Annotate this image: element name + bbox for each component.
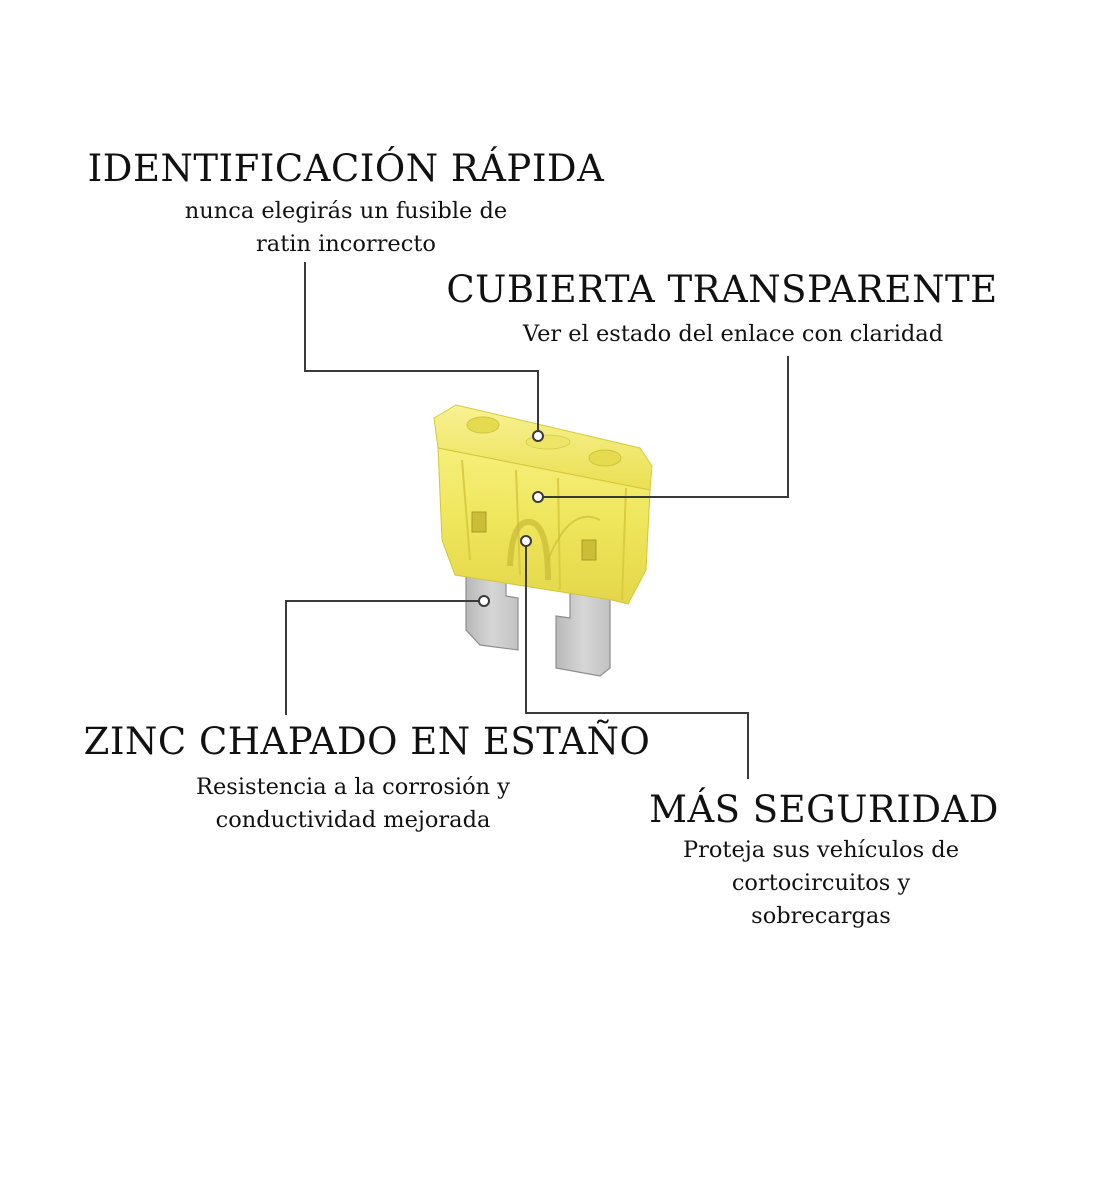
callout-line: conductividad mejorada [215,807,491,833]
callout-title-seguridad: MÁS SEGURIDAD [649,788,999,831]
callout-line: Proteja sus vehículos de [682,837,960,863]
fuse-body [433,404,653,605]
callout-description-zinc: Resistencia a la corrosión y conductivid… [196,771,510,837]
leader-line-identificacion [304,262,544,442]
callout-line: ratin incorrecto [256,231,436,257]
callout-line: Ver el estado del enlace con claridad [522,321,944,347]
callout-title-zinc: ZINC CHAPADO EN ESTAÑO [83,720,651,763]
callout-line: sobrecargas [751,903,891,929]
leader-line-cubierta [532,356,789,503]
leader-line-seguridad [520,535,749,779]
callout-title-identificacion: IDENTIFICACIÓN RÁPIDA [87,147,605,190]
callout-line: Resistencia a la corrosión y [196,774,510,800]
callout-line: nunca elegirás un fusible de [184,198,508,224]
callout-description-identificacion: nunca elegirás un fusible de ratin incor… [185,195,507,261]
callout-title-cubierta: CUBIERTA TRANSPARENTE [446,268,998,311]
callout-description-seguridad: Proteja sus vehículos de cortocircuitos … [683,834,959,933]
leader-line-zinc [285,595,490,715]
callout-description-cubierta: Ver el estado del enlace con claridad [523,318,943,351]
terminal-right [555,587,611,677]
callout-line: cortocircuitos y [731,870,911,896]
